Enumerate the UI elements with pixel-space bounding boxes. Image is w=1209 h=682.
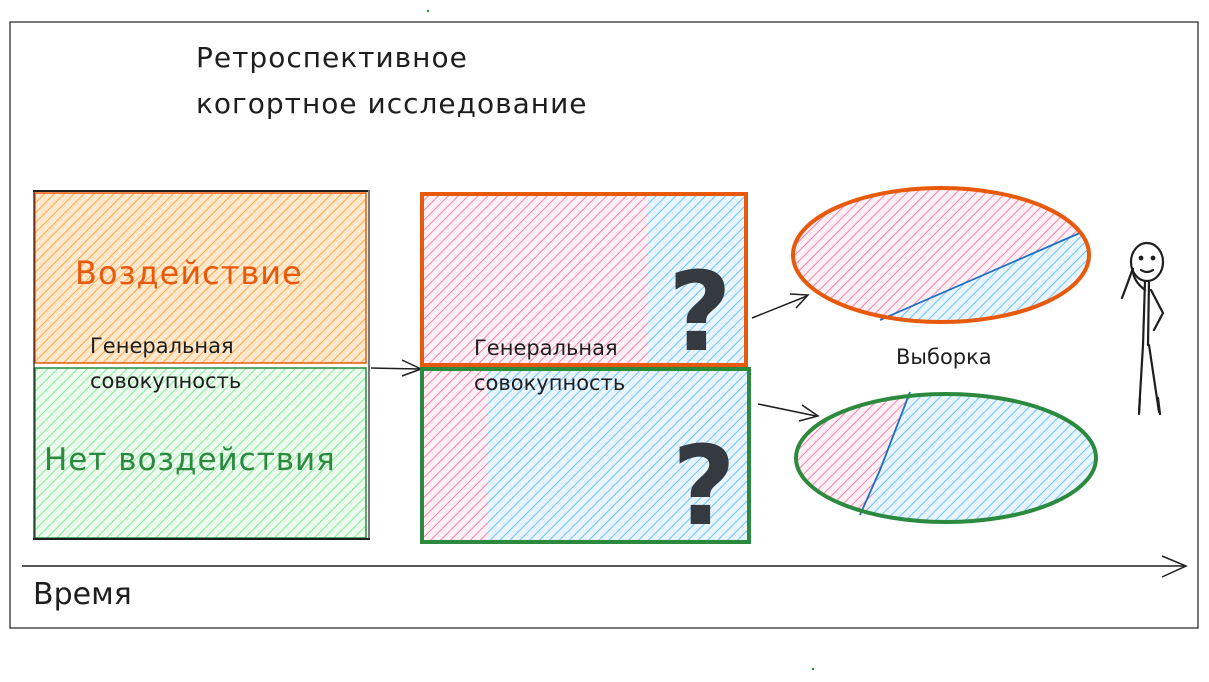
arrow-to-top-sample-icon	[751, 295, 808, 319]
left-population-label-line-2: совокупность	[90, 369, 241, 393]
unexposed-sample-ellipse	[794, 392, 1098, 524]
question-mark-top-icon: ?	[668, 248, 732, 376]
title-line-1: Ретроспективное	[196, 41, 468, 74]
stray-dot	[426, 9, 430, 13]
exposure-label: Воздействие	[75, 254, 303, 292]
unexposed-outcome-unknown-pink	[424, 370, 488, 541]
middle-exposed-box	[420, 192, 748, 367]
stick-figure-icon	[1120, 241, 1165, 416]
exposed-outcome-unknown-blue	[648, 195, 745, 363]
no-exposure-group-box	[34, 367, 367, 539]
left-box-top-edge	[33, 190, 368, 192]
exposed-outcome-unknown-pink	[423, 195, 648, 363]
arrow-right-icon	[370, 367, 421, 370]
time-axis-label: Время	[33, 577, 132, 612]
no-exposure-label: Нет воздействия	[44, 442, 336, 478]
arrow-to-bottom-sample-icon	[757, 403, 817, 417]
middle-population-label-line-1: Генеральная	[474, 336, 618, 360]
exposure-group-box	[34, 192, 367, 364]
left-population-label-line-1: Генеральная	[90, 334, 234, 358]
left-box-bottom-edge	[33, 538, 370, 540]
time-axis-arrow-icon	[1161, 555, 1188, 578]
exposed-sample-divider	[879, 231, 1083, 321]
middle-population-label-line-2: совокупность	[474, 371, 625, 395]
stray-dot	[811, 667, 815, 671]
exposed-sample-fill	[793, 188, 1089, 322]
sample-label: Выборка	[896, 345, 992, 369]
arrow-head-icon	[798, 404, 820, 422]
unexposed-sample-divider	[859, 391, 911, 516]
arrow-head-icon	[789, 293, 810, 309]
unexposed-outcome-unknown-blue	[488, 370, 748, 541]
exposed-sample-ellipse	[791, 186, 1091, 324]
question-mark-bottom-icon: ?	[672, 422, 736, 550]
outer-frame	[9, 21, 1199, 629]
middle-unexposed-box	[420, 367, 751, 544]
title-line-2: когортное исследование	[196, 87, 588, 120]
